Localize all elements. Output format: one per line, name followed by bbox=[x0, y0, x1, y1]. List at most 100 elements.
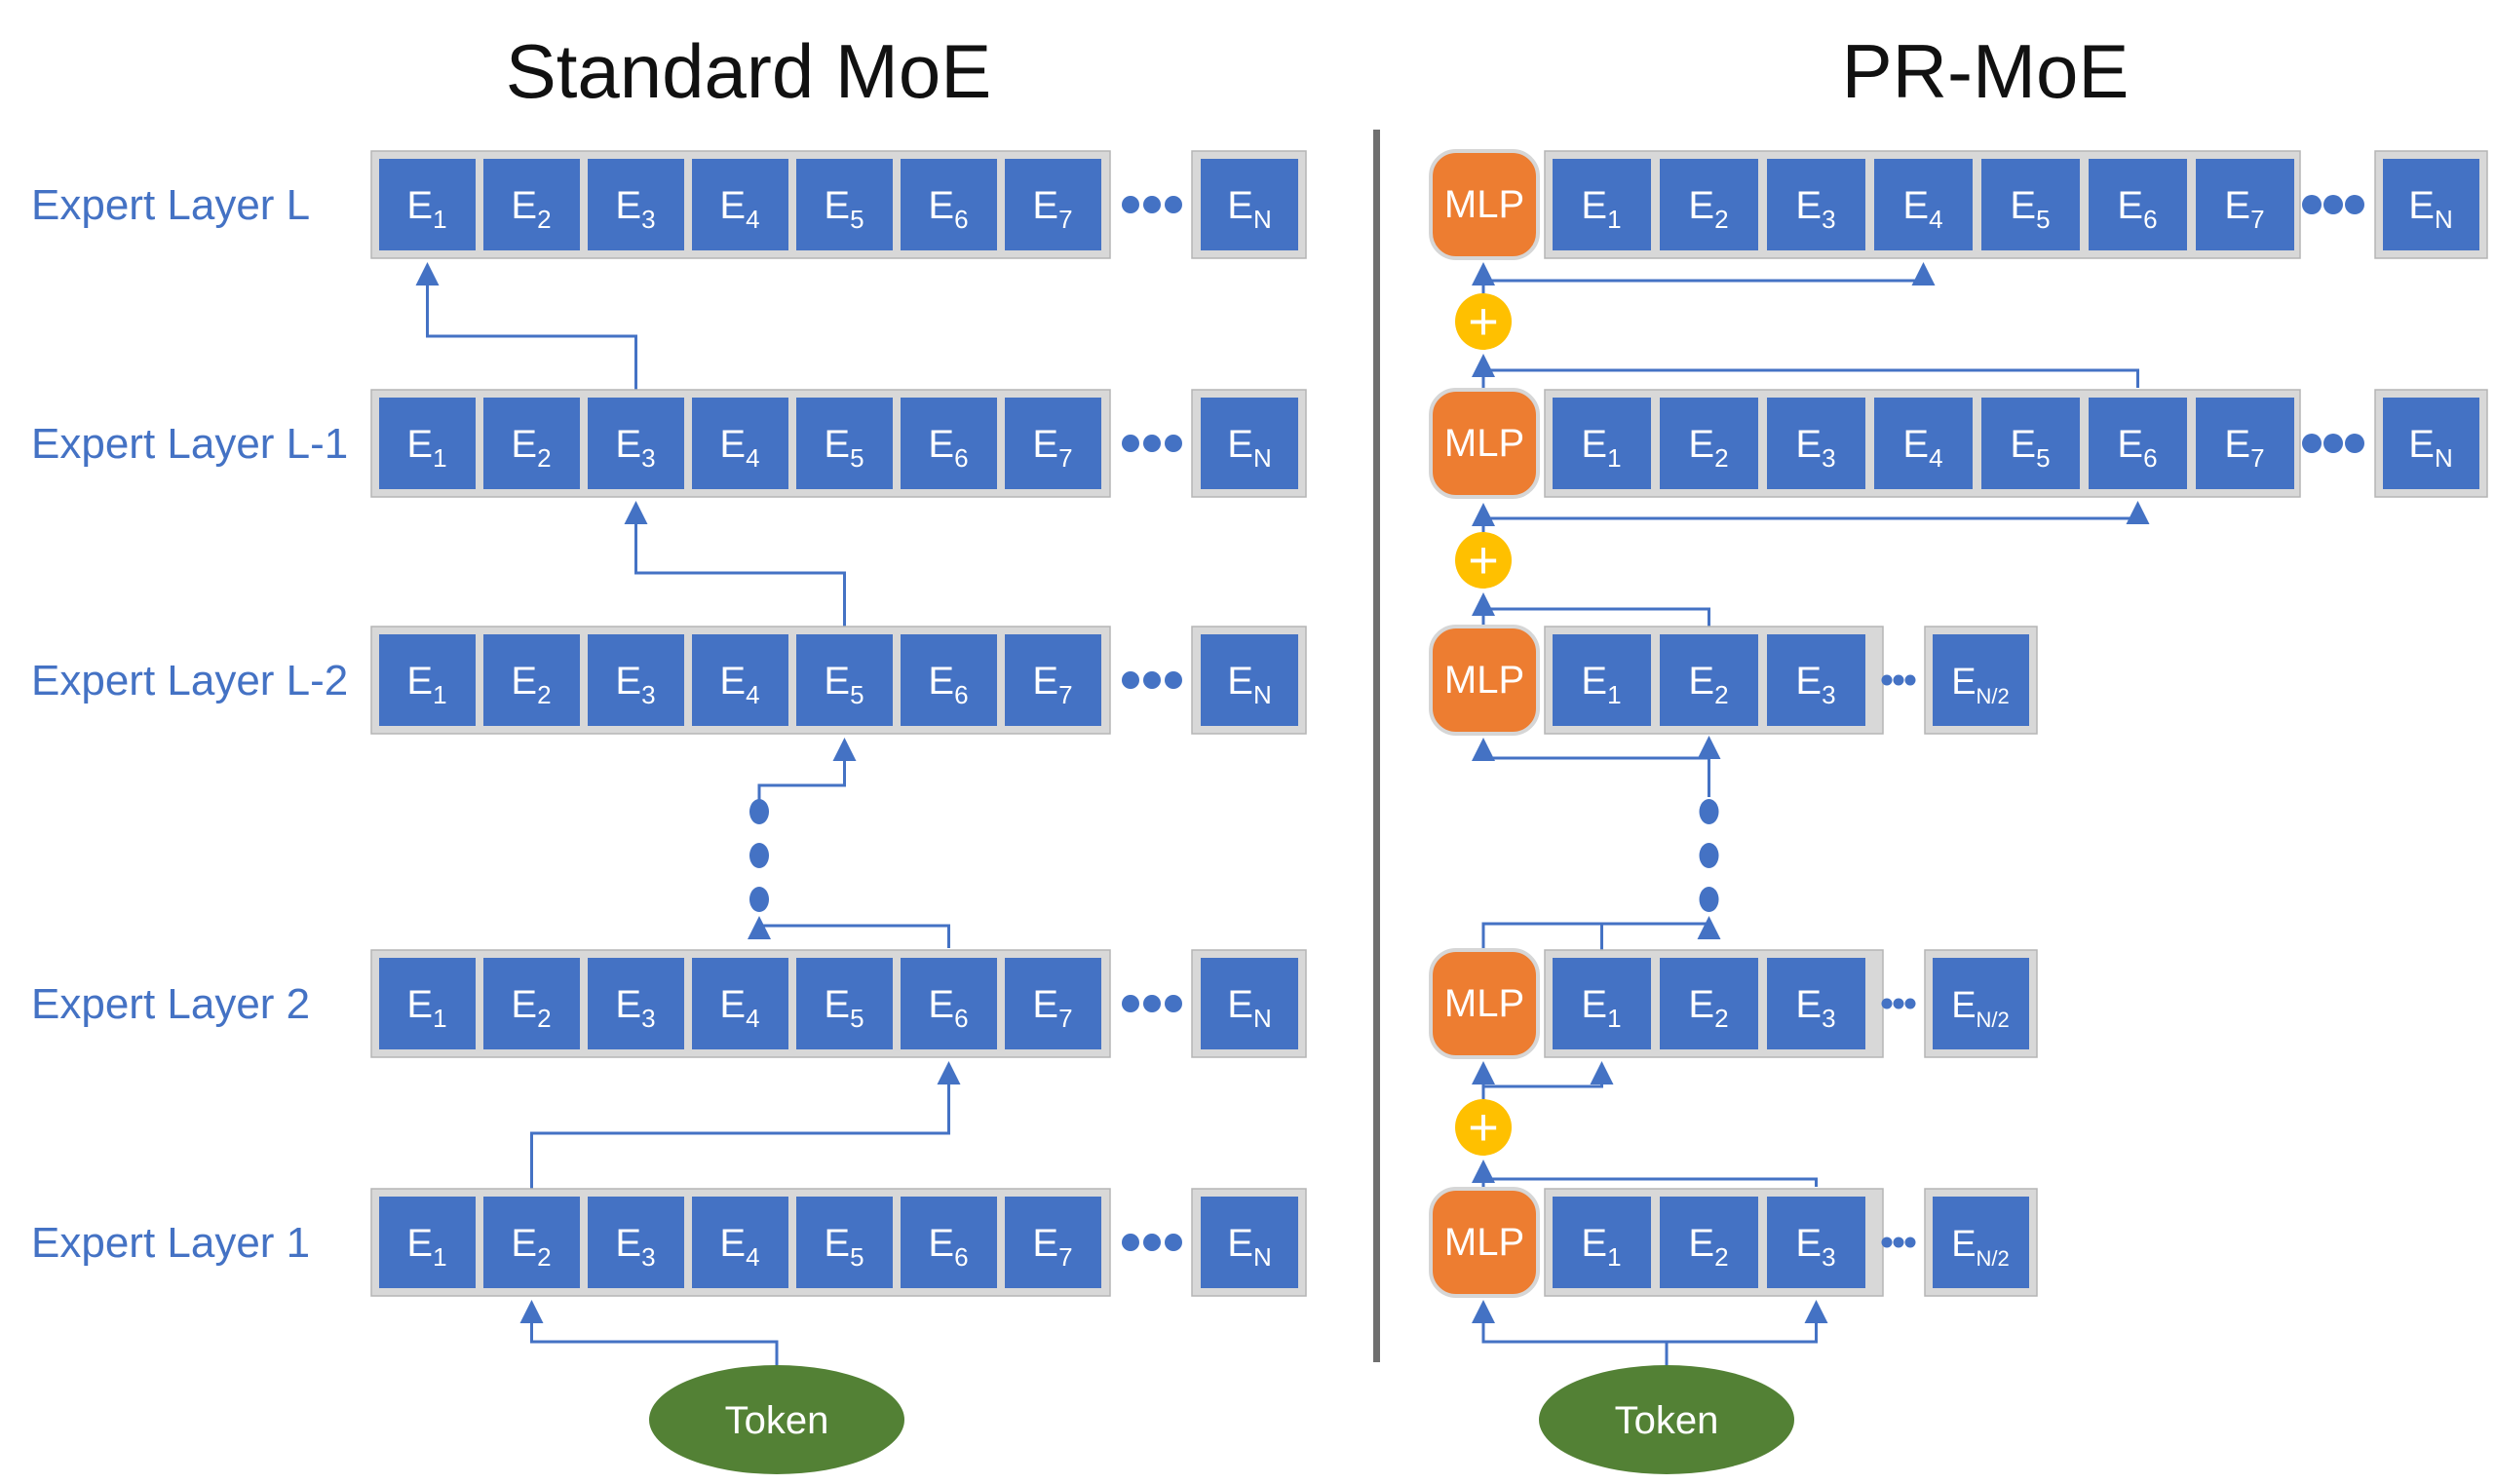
expert-box-label: E3 bbox=[615, 983, 655, 1033]
expert-box bbox=[1201, 1197, 1298, 1288]
left-token-node: Token bbox=[649, 1365, 904, 1474]
mlp-box-label: MLP bbox=[1444, 659, 1524, 702]
expert-box-label: E1 bbox=[406, 184, 446, 234]
expert-ellipsis-dots bbox=[1122, 671, 1182, 689]
expert-box bbox=[483, 634, 580, 726]
mlp-box bbox=[1429, 149, 1540, 260]
expert-box bbox=[1933, 958, 2029, 1049]
expert-box bbox=[1005, 159, 1101, 250]
expert-box bbox=[901, 958, 997, 1049]
expert-box bbox=[1767, 398, 1865, 489]
token-label: Token bbox=[725, 1399, 829, 1442]
expert-box-label: EN bbox=[2408, 184, 2452, 234]
expert-box-label: E1 bbox=[1581, 1222, 1621, 1272]
expert-box bbox=[1660, 958, 1758, 1049]
mlp-box bbox=[1429, 948, 1540, 1059]
expert-box-label: E7 bbox=[1032, 983, 1072, 1033]
expert-box-label: E1 bbox=[1581, 184, 1621, 234]
expert-box-label: E7 bbox=[1032, 1222, 1072, 1272]
expert-ellipsis-dots bbox=[2302, 195, 2364, 214]
expert-box-label: E1 bbox=[406, 1222, 446, 1272]
expert-box-label: E4 bbox=[719, 983, 759, 1033]
expert-box-label: E4 bbox=[719, 660, 759, 709]
expert-box bbox=[901, 398, 997, 489]
expert-box-label: EN bbox=[1227, 660, 1271, 709]
expert-box-label: E3 bbox=[1795, 423, 1835, 473]
expert-box bbox=[692, 958, 788, 1049]
plus-circle bbox=[1455, 1099, 1512, 1156]
expert-box bbox=[796, 1197, 893, 1288]
expert-box bbox=[1660, 398, 1758, 489]
expert-box-label: E3 bbox=[615, 423, 655, 473]
expert-box bbox=[379, 958, 476, 1049]
mlp-box bbox=[1429, 1187, 1540, 1298]
expert-box-label: E3 bbox=[1795, 184, 1835, 234]
expert-box bbox=[588, 634, 684, 726]
expert-box-label: E1 bbox=[1581, 423, 1621, 473]
left-routing-arrows bbox=[415, 262, 961, 1365]
expert-box-label: EN bbox=[1227, 1222, 1271, 1272]
residual-sum-node: + bbox=[1455, 292, 1512, 351]
expert-box bbox=[692, 398, 788, 489]
arrow-token-to-e2 bbox=[519, 1300, 779, 1365]
expert-box-label: E6 bbox=[928, 184, 968, 234]
expert-box bbox=[1767, 159, 1865, 250]
token-label: Token bbox=[1615, 1399, 1719, 1442]
row-label-layer-L-2: Expert Layer L-2 bbox=[31, 657, 348, 704]
expert-box-label: EN bbox=[1227, 983, 1271, 1033]
expert-box-label: EN bbox=[2408, 423, 2452, 473]
arrow-plus2-to-e6 bbox=[1483, 501, 2150, 524]
expert-box-label: E2 bbox=[1688, 983, 1728, 1033]
expert-box bbox=[692, 159, 788, 250]
expert-box bbox=[2383, 159, 2479, 250]
expert-box-label: E6 bbox=[928, 1222, 968, 1272]
expert-box-label: E5 bbox=[2010, 423, 2050, 473]
expert-box-label: E5 bbox=[824, 983, 864, 1033]
expert-box-label: E3 bbox=[1795, 983, 1835, 1033]
expert-box bbox=[1767, 958, 1865, 1049]
expert-box-label: E6 bbox=[2117, 423, 2157, 473]
expert-ellipsis-dots bbox=[1122, 196, 1182, 213]
expert-box-label: E1 bbox=[406, 423, 446, 473]
right-layer-ellipsis-dots bbox=[1699, 799, 1719, 912]
expert-box-label: E3 bbox=[615, 1222, 655, 1272]
expert-ellipsis-dots bbox=[1881, 998, 1916, 1009]
expert-box bbox=[1981, 398, 2080, 489]
arrow-plus1-to-e4 bbox=[1483, 262, 1936, 285]
expert-box-label: E1 bbox=[406, 660, 446, 709]
expert-box bbox=[1767, 634, 1865, 726]
row-label-layer-1: Expert Layer 1 bbox=[31, 1219, 310, 1267]
right-routing-arrows bbox=[1472, 262, 2150, 1365]
expert-box-label: E4 bbox=[1902, 423, 1942, 473]
expert-box bbox=[796, 634, 893, 726]
expert-box bbox=[692, 634, 788, 726]
expert-box bbox=[1005, 958, 1101, 1049]
right-panel-title: PR-MoE bbox=[1842, 28, 2130, 114]
expert-box bbox=[901, 159, 997, 250]
expert-box bbox=[1767, 1197, 1865, 1288]
expert-box bbox=[588, 1197, 684, 1288]
expert-box bbox=[1981, 159, 2080, 250]
mlp-box bbox=[1429, 388, 1540, 499]
expert-ellipsis-dots bbox=[1122, 995, 1182, 1012]
expert-box bbox=[483, 398, 580, 489]
mlp-box-label: MLP bbox=[1444, 422, 1524, 465]
expert-box-label: E5 bbox=[824, 423, 864, 473]
expert-box bbox=[2196, 398, 2294, 489]
expert-box bbox=[1660, 1197, 1758, 1288]
expert-box bbox=[2196, 159, 2294, 250]
expert-box-label: E2 bbox=[511, 423, 551, 473]
expert-box-label: E5 bbox=[824, 1222, 864, 1272]
expert-box-label: E3 bbox=[1795, 660, 1835, 709]
expert-box bbox=[379, 398, 476, 489]
residual-sum-node: + bbox=[1455, 1098, 1512, 1157]
row-label-layer-L: Expert Layer L bbox=[31, 181, 310, 229]
expert-box-label: E5 bbox=[824, 184, 864, 234]
left-panel-title: Standard MoE bbox=[506, 28, 992, 114]
